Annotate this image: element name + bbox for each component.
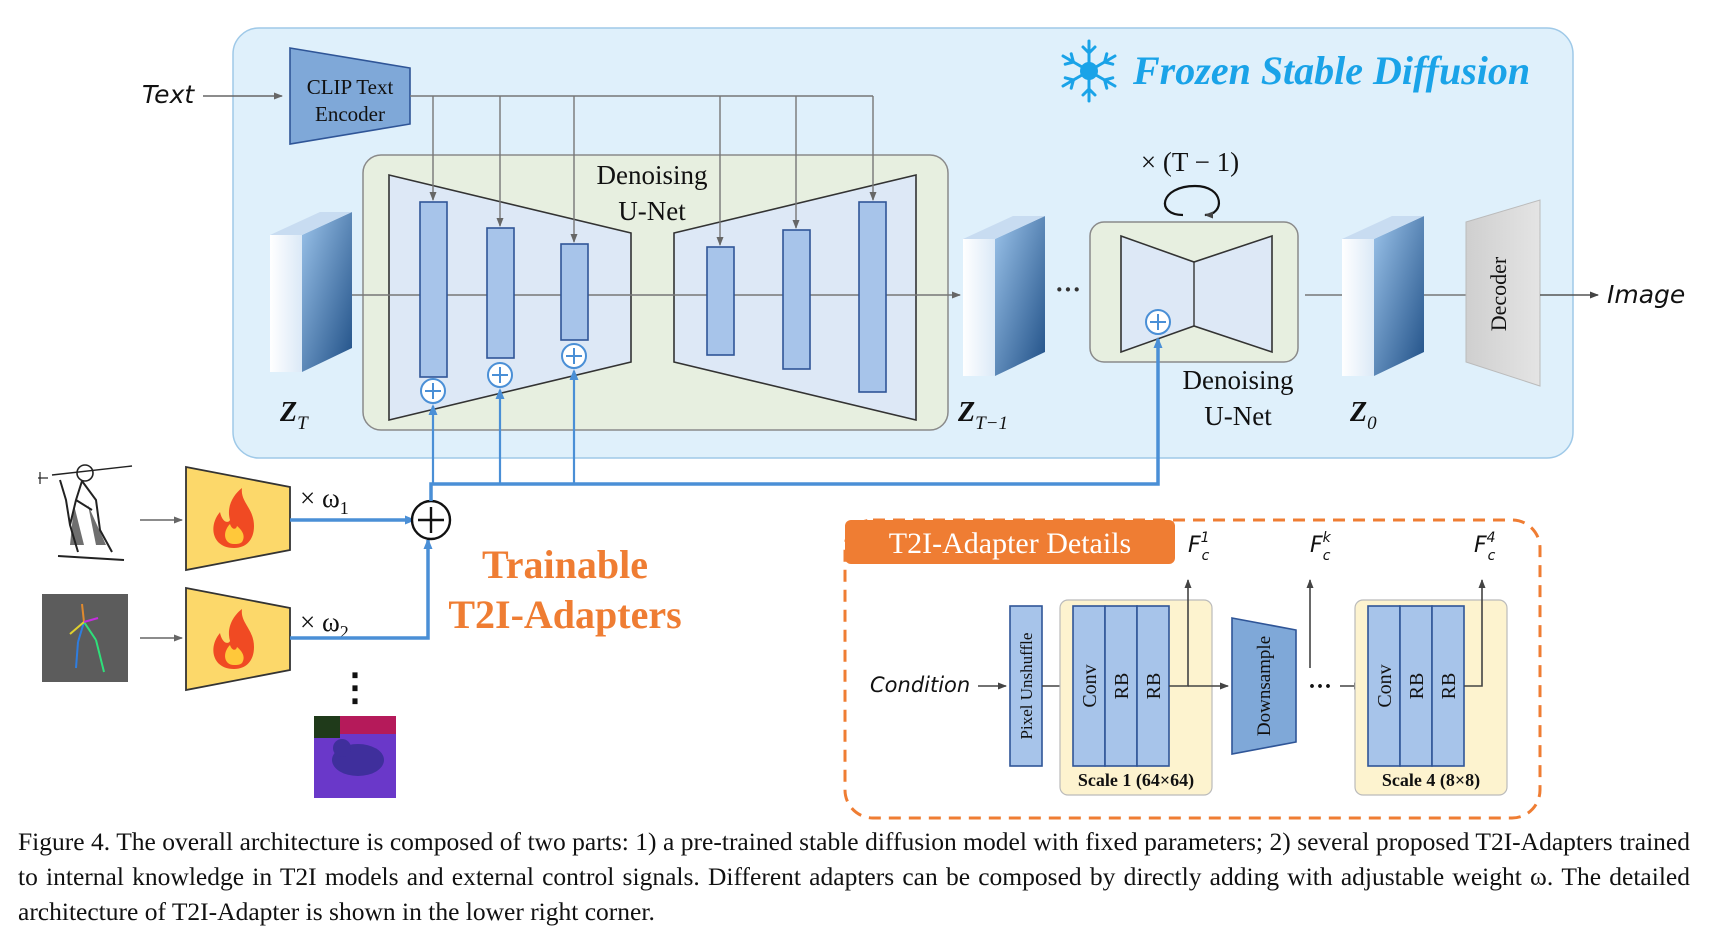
scale1-conv-label: Conv bbox=[1079, 664, 1101, 707]
figure-caption: Figure 4. The overall architecture is co… bbox=[18, 824, 1690, 929]
vae-decoder bbox=[1465, 199, 1541, 387]
downsample-label: Downsample bbox=[1254, 636, 1275, 736]
unet-repeat-label: × (T − 1) bbox=[1141, 147, 1239, 177]
scale4-conv-label: Conv bbox=[1374, 664, 1396, 707]
decoder-label: Decoder bbox=[1486, 256, 1511, 331]
sketch-condition-image bbox=[38, 455, 138, 565]
pose-condition-image bbox=[42, 594, 128, 682]
flame-icon bbox=[213, 488, 254, 548]
segmentation-condition-image bbox=[314, 716, 396, 798]
downsample-block bbox=[1231, 617, 1297, 755]
latent-z0 bbox=[1342, 216, 1424, 376]
scale1-conv-block bbox=[1072, 605, 1106, 767]
unet-encoder-block bbox=[419, 201, 448, 378]
scale4-conv-block bbox=[1367, 605, 1401, 767]
details-ellipsis: ··· bbox=[1308, 674, 1332, 700]
sum-icon bbox=[410, 499, 452, 541]
latent-zT-label: ZT bbox=[279, 397, 309, 434]
adapter-weight-1: × ω1 bbox=[300, 483, 349, 518]
scale4-label: Scale 4 (8×8) bbox=[1382, 770, 1480, 791]
scale4-rb-block bbox=[1431, 605, 1465, 767]
adapter-details-title-bg bbox=[845, 520, 1175, 564]
scale4-rb-label: RB bbox=[1438, 673, 1460, 700]
ellipsis-between-latents: ··· bbox=[1055, 275, 1081, 304]
architecture-diagram: Frozen Stable Diffusion Text CLIP Text E… bbox=[38, 27, 1685, 820]
scale4-rb-label: RB bbox=[1406, 673, 1428, 700]
unet-encoder-block bbox=[486, 227, 515, 359]
scale1-rb-block bbox=[1104, 605, 1138, 767]
latent-zT bbox=[270, 212, 352, 372]
unet-decoder-block bbox=[858, 201, 887, 393]
add-icon bbox=[420, 378, 446, 404]
unet-main-label-line2: U-Net bbox=[618, 196, 686, 226]
loop-icon bbox=[1163, 184, 1221, 219]
latent-zT-minus-1-label: ZT−1 bbox=[957, 397, 1008, 434]
latent-z0-label: Z0 bbox=[1349, 397, 1377, 434]
scale1-rb-label: RB bbox=[1143, 673, 1165, 700]
condition-input-label: Condition bbox=[870, 673, 970, 697]
trainable-adapters-title-line2: T2I-Adapters bbox=[448, 592, 681, 637]
add-icon bbox=[561, 343, 587, 369]
unet-decoder-block bbox=[782, 229, 811, 370]
flame-icon bbox=[213, 609, 254, 669]
unet-decoder-block bbox=[706, 246, 735, 356]
scale1-label: Scale 1 (64×64) bbox=[1078, 770, 1194, 791]
adapter-details-title: T2I-Adapter Details bbox=[889, 527, 1131, 560]
add-icon bbox=[487, 362, 513, 388]
clip-text-encoder bbox=[289, 47, 411, 145]
clip-label-line2: Encoder bbox=[315, 102, 385, 126]
scale4-rb-block bbox=[1399, 605, 1433, 767]
pixel-unshuffle-label: Pixel Unshuffle bbox=[1017, 633, 1036, 740]
image-output-label: Image bbox=[1607, 280, 1685, 309]
unet-small-label-line2: U-Net bbox=[1204, 401, 1272, 431]
text-input-label: Text bbox=[142, 80, 195, 109]
scale1-rb-label: RB bbox=[1111, 673, 1133, 700]
clip-label-line1: CLIP Text bbox=[307, 75, 394, 99]
unet-main-label-line1: Denoising bbox=[597, 160, 708, 190]
adapter-weight-2: × ω2 bbox=[300, 607, 349, 642]
frozen-sd-title: Frozen Stable Diffusion bbox=[1132, 48, 1530, 93]
scale1-rb-block bbox=[1136, 605, 1170, 767]
adapter-details-panel bbox=[843, 518, 1542, 820]
unet-encoder-block bbox=[560, 243, 589, 341]
adapter-vdots: ⋮ bbox=[336, 667, 374, 709]
scale4-feature-out bbox=[1464, 579, 1486, 687]
adapter-2-feature-line bbox=[290, 538, 433, 640]
trainable-adapters-title-line1: Trainable bbox=[482, 542, 648, 587]
latent-zT-minus-1 bbox=[963, 216, 1045, 376]
add-icon bbox=[1145, 309, 1171, 335]
caption-text: Figure 4. The overall architecture is co… bbox=[18, 827, 1690, 926]
unet-small-label-line1: Denoising bbox=[1183, 365, 1294, 395]
adapter-sum-bus bbox=[429, 337, 1163, 501]
snowflake-icon bbox=[1061, 39, 1117, 103]
